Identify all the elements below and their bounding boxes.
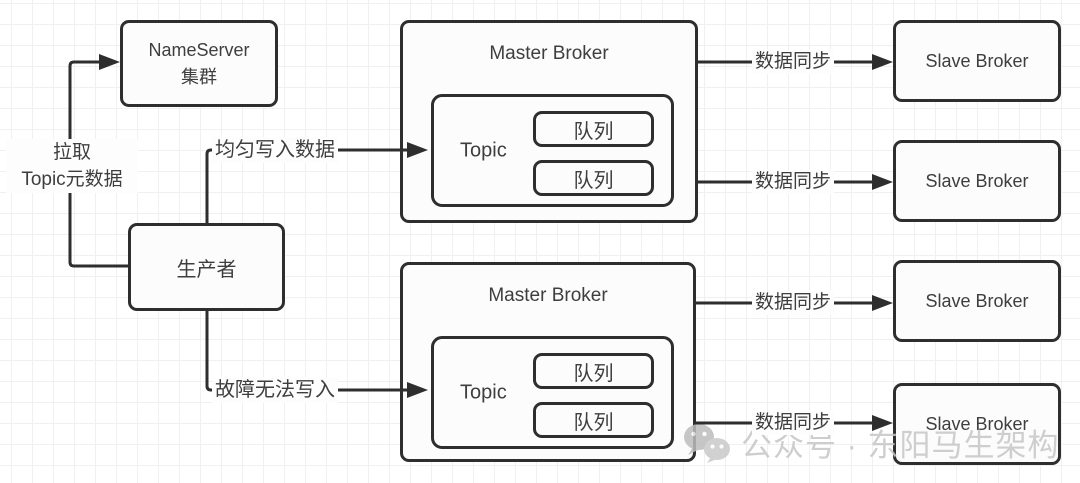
slave-broker-3: Slave Broker — [893, 260, 1061, 342]
queue-box: 队列 — [533, 160, 654, 196]
master-broker-2-title: Master Broker — [488, 285, 608, 306]
queue-label: 队列 — [573, 120, 614, 143]
queue-box: 队列 — [533, 353, 654, 389]
arrowhead-nameserver — [99, 54, 120, 70]
producer-label: 生产者 — [176, 258, 237, 281]
queue-label: 队列 — [573, 169, 614, 192]
edge-label-data-sync-3: 数据同步 — [752, 291, 835, 315]
arrowhead-sync-3 — [872, 295, 893, 311]
edge-label-even-write: 均匀写入数据 — [212, 137, 338, 163]
slave-broker-2: Slave Broker — [893, 140, 1061, 222]
queue-label: 队列 — [573, 411, 614, 434]
nameserver-box: NameServer 集群 — [120, 20, 278, 107]
slave-broker-4: Slave Broker — [893, 383, 1061, 465]
watermark: 公众号 · 东阳马生架构 — [683, 420, 1060, 465]
arrowhead-sync-1 — [872, 54, 893, 70]
nameserver-label-line1: NameServer — [148, 39, 250, 60]
master-broker-1-title: Master Broker — [489, 43, 609, 64]
slave-broker-1: Slave Broker — [893, 20, 1061, 102]
slave-broker-label: Slave Broker — [925, 170, 1029, 191]
queue-box: 队列 — [533, 111, 654, 147]
producer-box: 生产者 — [128, 223, 285, 311]
nameserver-label-line2: 集群 — [181, 66, 217, 87]
slave-broker-label: Slave Broker — [925, 50, 1029, 71]
pull-label-line2: Topic元数据 — [21, 169, 123, 190]
edge-label-data-sync-4: 数据同步 — [752, 411, 835, 435]
pull-label-line1: 拉取 — [52, 142, 91, 163]
master-broker-2: Master Broker Topic 队列 队列 — [400, 262, 696, 462]
wechat-icon — [684, 423, 730, 463]
edge-label-data-sync-1: 数据同步 — [752, 50, 835, 74]
arrowhead-sync-2 — [872, 174, 893, 190]
topic-label: Topic — [460, 139, 507, 161]
edge-label-fail-write: 故障无法写入 — [212, 377, 338, 403]
queue-box: 队列 — [533, 402, 654, 438]
master-broker-1-topic-box: Topic 队列 队列 — [431, 94, 674, 207]
slave-broker-label: Slave Broker — [925, 413, 1029, 434]
edge-label-pull-metadata: 拉取 Topic元数据 — [6, 139, 138, 193]
master-broker-1: Master Broker Topic 队列 队列 — [400, 20, 698, 223]
slave-broker-label: Slave Broker — [925, 290, 1029, 311]
edge-label-data-sync-2: 数据同步 — [752, 170, 835, 194]
topic-label: Topic — [460, 381, 507, 403]
queue-label: 队列 — [573, 362, 614, 385]
master-broker-2-topic-box: Topic 队列 队列 — [431, 336, 674, 449]
